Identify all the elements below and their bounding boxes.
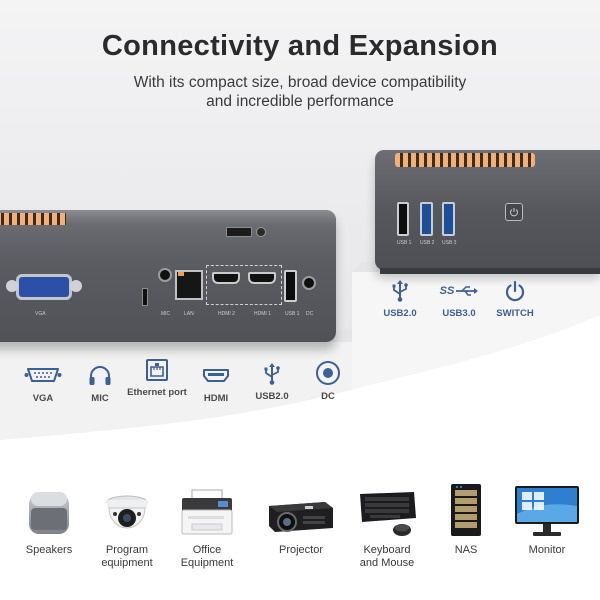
- reset-slot: [226, 227, 252, 237]
- dc-jack: [302, 276, 316, 290]
- vga-screw-right: [70, 280, 82, 292]
- port-label: USB3.0: [442, 308, 476, 319]
- usb-icon: [392, 280, 408, 302]
- usb-port-rear: [284, 270, 297, 302]
- device-label: Office Equipment: [180, 544, 234, 569]
- device-program-equipment: Program equipment: [92, 482, 162, 570]
- device-speakers: Speakers: [18, 482, 80, 557]
- hdmi1-label: HDMI 1: [254, 311, 271, 317]
- hdmi-port-2: [212, 272, 240, 284]
- hdmi-icon: [203, 369, 229, 382]
- usb-ss-icon: SS: [440, 280, 479, 302]
- port-icon-usb3-right: SS USB3.0: [419, 280, 499, 319]
- security-camera-icon: [106, 495, 148, 529]
- ethernet-icon: [146, 359, 168, 381]
- device-top-edge: [0, 210, 336, 224]
- usb-icon: [264, 363, 280, 385]
- vent-grille-right: [395, 153, 535, 167]
- port-icon-mic: MIC: [60, 364, 140, 404]
- monitor-icon: [515, 486, 579, 536]
- device-monitor: Monitor: [508, 482, 586, 557]
- mic-jack: [158, 268, 172, 282]
- device-office-equipment: Office Equipment: [172, 482, 242, 570]
- port-label: HDMI: [203, 393, 229, 404]
- front-usb-port-3: [442, 202, 455, 236]
- speaker-icon: [29, 492, 69, 534]
- nas-icon: [451, 484, 481, 536]
- printer-icon: [181, 489, 233, 535]
- port-icon-dc: DC: [288, 360, 368, 402]
- lan-led: [178, 272, 184, 276]
- device-label: NAS: [454, 544, 478, 556]
- headphone-icon: [89, 366, 111, 385]
- port-icon-usb2-right: USB2.0: [360, 280, 440, 319]
- port-icon-usb2-left: USB2.0: [232, 362, 312, 402]
- dc-label: DC: [306, 311, 314, 317]
- port-label: VGA: [32, 393, 54, 404]
- port-icon-switch: SWITCH: [475, 280, 555, 319]
- device-keyboard-mouse: Keyboard and Mouse: [352, 482, 422, 570]
- page-title: Connectivity and Expansion: [101, 30, 499, 62]
- device-projector: Projector: [257, 482, 345, 557]
- hdmi-port-1: [248, 272, 276, 284]
- keyboard-mouse-icon: [360, 492, 416, 536]
- device-base-shadow: [380, 268, 600, 274]
- device-label: Program equipment: [101, 544, 153, 569]
- vga-screw-left: [6, 280, 18, 292]
- page-subtitle: With its compact size, broad device comp…: [133, 74, 467, 110]
- port-label: DC: [321, 391, 335, 402]
- power-button: [505, 203, 523, 221]
- port-label: MIC: [91, 393, 109, 404]
- device-label: Projector: [278, 544, 324, 556]
- port-label: USB2.0: [383, 308, 417, 319]
- dc-power-icon: [316, 361, 340, 385]
- hdmi2-label: HDMI 2: [218, 311, 235, 317]
- vga-port: [16, 274, 72, 300]
- port-icon-hdmi: HDMI: [176, 364, 256, 404]
- power-button-icon: [510, 208, 518, 217]
- ss-logo-text: SS: [439, 285, 455, 297]
- device-label: Keyboard and Mouse: [359, 544, 415, 569]
- vga-port-icon: [24, 368, 62, 382]
- rusb2-label: USB 2: [420, 240, 435, 246]
- reset-button: [256, 227, 266, 237]
- port-icon-ethernet: Ethernet port: [117, 358, 197, 398]
- hero-section: Connectivity and Expansion With its comp…: [0, 0, 600, 460]
- vent-grille-left: [0, 213, 66, 225]
- rusb3-label: USB 3: [442, 240, 457, 246]
- background-wave: [0, 0, 600, 460]
- device-label: Speakers: [25, 544, 73, 556]
- port-label: Ethernet port: [127, 387, 187, 398]
- front-usb-port-1: [397, 202, 409, 236]
- device-nas: NAS: [440, 482, 492, 557]
- mini-pc-front-view: USB 1 USB 2 USB 3: [375, 150, 600, 270]
- port-icon-vga: VGA: [3, 364, 83, 404]
- mini-pc-rear-view: VGA MIC LAN HDMI 2 HDMI 1 USB 1 DC: [0, 210, 336, 342]
- projector-icon: [269, 502, 333, 532]
- power-icon: [505, 280, 525, 302]
- vga-label: VGA: [35, 311, 46, 317]
- device-label: Monitor: [528, 544, 566, 556]
- port-label: USB2.0: [255, 391, 289, 402]
- hdmi-outline-box: [206, 265, 282, 305]
- usb1-label: USB 1: [285, 311, 300, 317]
- mic-label: MIC: [161, 311, 171, 317]
- port-label: SWITCH: [496, 308, 534, 319]
- front-usb-port-2: [420, 202, 433, 236]
- lan-label: LAN: [184, 311, 194, 317]
- card-slot: [142, 288, 148, 306]
- rusb1-label: USB 1: [397, 240, 412, 246]
